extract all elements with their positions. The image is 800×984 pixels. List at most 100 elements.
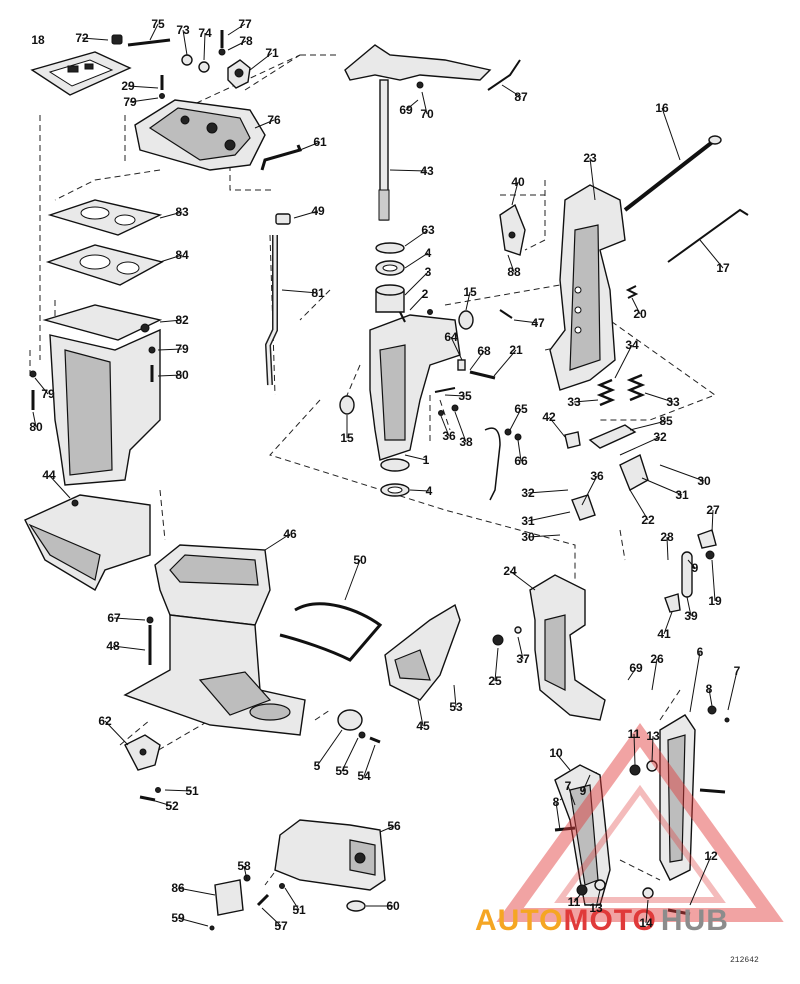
bushing-stack (375, 242, 405, 313)
bracket-76 (134, 99, 266, 171)
leader-line-74 (203, 32, 206, 61)
leader-line-34 (614, 344, 633, 379)
part-callout-76: 76 (267, 113, 281, 127)
part-callout-44: 44 (42, 468, 56, 482)
leader-line-31 (641, 477, 683, 496)
part-callout-1: 1 (423, 453, 430, 467)
leader-line-52 (151, 799, 173, 807)
part-callout-9: 9 (580, 784, 587, 798)
leader-line-29 (127, 85, 159, 89)
leader-line-33 (644, 392, 674, 403)
leader-line-87 (501, 84, 522, 98)
leader-line-14 (645, 899, 649, 924)
leader-line-36 (581, 475, 598, 506)
part-callout-34: 34 (625, 338, 639, 352)
leader-line-41 (663, 611, 673, 635)
leader-line-56 (379, 825, 395, 833)
watermark-hub: HUB (661, 904, 729, 937)
stern-bracket-24 (492, 574, 606, 721)
part-callout-78: 78 (239, 34, 253, 48)
leader-line-33 (573, 399, 599, 403)
part-callout-84: 84 (175, 248, 189, 262)
part-callout-27: 27 (706, 503, 720, 517)
rod-16 (623, 135, 722, 212)
leader-line-43 (389, 169, 428, 172)
part-callout-30: 30 (521, 530, 535, 544)
leader-line-79 (34, 377, 49, 395)
part-callout-69: 69 (629, 661, 643, 675)
leader-line-80 (32, 411, 37, 428)
leader-line-21 (493, 349, 517, 377)
watermark-auto: AUTO (475, 904, 563, 937)
leader-line-32 (619, 436, 661, 456)
leader-line-42 (548, 416, 566, 438)
part-callout-71: 71 (265, 46, 279, 60)
leader-line-11 (633, 733, 636, 766)
part-callout-87: 87 (514, 90, 528, 104)
leader-line-69 (405, 99, 419, 111)
part-callout-69: 69 (399, 103, 413, 117)
part-callout-16: 16 (655, 101, 669, 115)
part-callout-6: 6 (697, 645, 704, 659)
springs-33 (596, 285, 646, 407)
part-callout-32: 32 (521, 486, 535, 500)
rod-17 (667, 208, 749, 263)
leader-line-62 (104, 720, 129, 746)
leader-line-80 (157, 374, 183, 377)
part-callout-8: 8 (553, 795, 560, 809)
leader-line-15 (465, 291, 471, 311)
leader-line-39 (686, 596, 692, 617)
leader-line-8 (555, 801, 561, 831)
part-callout-31: 31 (675, 488, 689, 502)
part-callout-61: 61 (313, 135, 327, 149)
leader-line-36 (440, 415, 450, 437)
part-callout-15: 15 (463, 285, 477, 299)
part-callout-58: 58 (237, 859, 251, 873)
leader-line-54 (363, 744, 376, 777)
part-callout-57: 57 (274, 919, 288, 933)
part-callout-43: 43 (420, 164, 434, 178)
leader-line-7 (727, 670, 738, 711)
lock-parts-22 (564, 431, 649, 521)
part-callout-85: 85 (659, 414, 673, 428)
leader-line-31 (527, 511, 571, 522)
part-callout-28: 28 (660, 530, 674, 544)
part-callout-82: 82 (175, 313, 189, 327)
part-callout-40: 40 (511, 175, 525, 189)
part-callout-41: 41 (657, 627, 671, 641)
leader-line-44 (48, 474, 71, 499)
part-callout-51: 51 (292, 903, 306, 917)
leader-line-8 (708, 688, 713, 707)
housing-46 (123, 544, 306, 736)
part-callout-64: 64 (444, 330, 458, 344)
steering-arm (344, 44, 492, 89)
link-39 (664, 529, 717, 613)
hardware-11-13 (576, 717, 730, 916)
part-callout-45: 45 (416, 719, 430, 733)
part-callout-31: 31 (521, 514, 535, 528)
part-callout-4: 4 (426, 484, 433, 498)
part-callout-83: 83 (175, 205, 189, 219)
leader-line-51 (164, 789, 193, 792)
leader-line-10 (555, 752, 571, 771)
part-callout-56: 56 (387, 819, 401, 833)
leader-line-86 (177, 887, 216, 896)
leader-line-68 (469, 350, 485, 371)
leader-line-46 (264, 533, 291, 551)
part-callout-21: 21 (509, 343, 523, 357)
leader-line-63 (404, 229, 429, 247)
part-callout-59: 59 (171, 911, 185, 925)
part-callout-4: 4 (425, 246, 432, 260)
part-callout-18: 18 (31, 33, 45, 47)
part-callout-55: 55 (335, 764, 349, 778)
leader-line-13 (595, 889, 601, 909)
exhaust-housing-82 (42, 304, 163, 486)
leader-line-59 (177, 917, 209, 927)
leader-line-69 (627, 667, 637, 681)
leader-line-12 (689, 855, 712, 906)
leader-line-65 (509, 408, 522, 431)
part-callout-48: 48 (106, 639, 120, 653)
small-parts-center (399, 309, 522, 501)
